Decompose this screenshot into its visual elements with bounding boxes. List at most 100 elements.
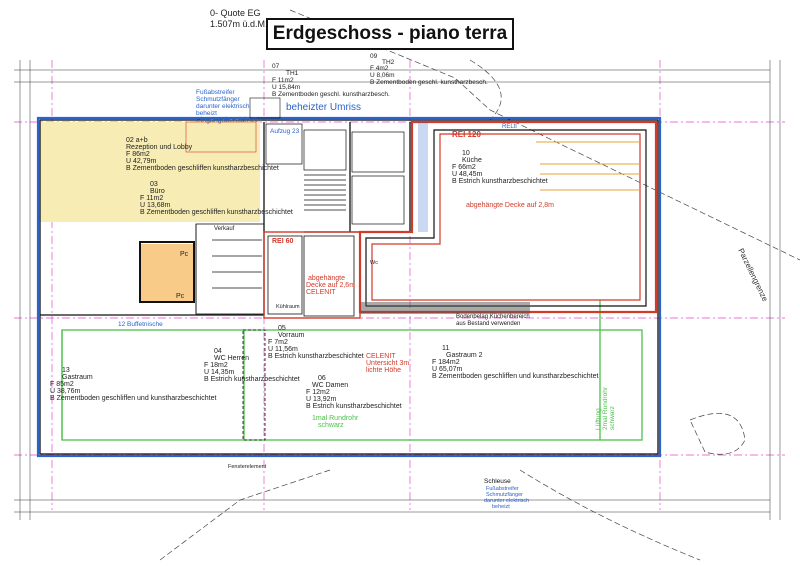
room04-4: B Estrich kunstharzbeschichtet (204, 376, 300, 383)
th1-line-2: F 11m2 (272, 77, 294, 84)
parcel-boundary (159, 9, 800, 561)
room05-3: U 11,56m (268, 346, 298, 353)
schleuse-3: darunter elektrisch (484, 498, 529, 504)
heated-outline (36, 116, 662, 458)
room03-1: Büro (150, 188, 165, 195)
room02-2: F 86m2 (126, 151, 150, 158)
room06-3: U 13,92m (306, 396, 337, 403)
room10-1: Küche (462, 157, 482, 164)
entrance-note-3: beheizt (196, 110, 217, 117)
room05-1: Vorraum (278, 332, 305, 339)
th2-line-4: B Zementboden geschl. kunstharzbesch. (370, 79, 488, 86)
kitchen-lines (536, 141, 640, 191)
th1-line-4: B Zementboden geschl. kunstharzbesch. (272, 91, 390, 98)
room03-2: F 11m2 (140, 195, 163, 202)
parzellengrenze-label: Parzellengrenze (736, 247, 770, 303)
ceiling-kitchen-label: abgehängte Decke auf 2,8m (466, 202, 554, 209)
heated-outline-label: beheizter Umriss (286, 102, 361, 113)
pc-label-2: Pc (176, 293, 185, 300)
pc-label-1: Pc (180, 251, 189, 258)
th2-line-2: F 4m2 (370, 65, 389, 72)
wc-area (139, 223, 355, 441)
quota-line-1: 1.507m ü.d.M. (210, 19, 268, 29)
buffetnische-label: 12 Buffetnische (118, 321, 163, 328)
lueftung-0: Lüftung (595, 408, 602, 430)
entrance-note-1: Schmutzfänger (196, 96, 241, 103)
rei120-label: REI 120 (452, 130, 481, 139)
room13-3: U 38,76m (50, 388, 81, 395)
dimension-lines (14, 60, 781, 520)
verkauf-label: Verkauf (214, 226, 235, 232)
room04-0: 04 (214, 348, 222, 355)
wc-label: Wc (370, 260, 378, 266)
schleuse-1: Fußabstreifer (486, 486, 519, 492)
room03-0: 03 (150, 181, 158, 188)
reltl-label: RELtl (502, 124, 517, 130)
schleuse-2: Schmutzfänger (486, 492, 523, 498)
schleuse-0: Schleuse (484, 478, 511, 485)
room06-2: F 12m2 (306, 389, 330, 396)
th1-line-1: TH1 (286, 70, 299, 77)
th1-line-0: 07 (272, 63, 280, 70)
room04-1: WC Herren (214, 355, 249, 362)
th2-line-1: TH2 (382, 59, 395, 66)
celenit-small-label: CELENIT (306, 289, 336, 296)
th2-line-0: 09 (370, 53, 378, 60)
room04-3: U 14,35m (204, 369, 235, 376)
kuehl-label: Kühlraum (276, 304, 300, 310)
room06-0: 06 (318, 375, 326, 382)
room11-2: F 184m2 (432, 359, 460, 366)
room13-1: Gastraum (62, 374, 93, 381)
room10-3: U 48,45m (452, 171, 483, 178)
kitchen-block (358, 120, 658, 314)
th1-line-3: U 15,84m (272, 84, 300, 91)
room02-4: B Zementboden geschliffen kunstharzbesch… (126, 165, 279, 172)
room03-4: B Zementboden geschliffen kunstharzbesch… (140, 209, 293, 216)
room10-0: 10 (462, 150, 470, 157)
room03-3: U 13,68m (140, 202, 171, 209)
entrance-marks (185, 97, 281, 153)
bestand-1: aus Bestand verwenden (456, 321, 520, 327)
fensterelement-label: Fensterelement (228, 464, 267, 470)
room05-2: F 7m2 (268, 339, 288, 346)
lueftung-2: schwarz (609, 406, 616, 430)
rundrohr-1: schwarz (318, 422, 344, 429)
green-lines (61, 300, 643, 441)
entrance-note-2: darunter elektrisch (196, 103, 250, 110)
aufzug-label: Aufzug 23 (270, 128, 300, 135)
entrance-note-0: Fußabstreifer (196, 89, 235, 96)
room05-4: B Estrich kunstharzbeschichtet (268, 353, 364, 360)
room11-0: 11 (442, 345, 449, 352)
ceiling-vorraum-0: abgehängte (308, 275, 345, 282)
schleuse-4: beheizt (492, 504, 510, 510)
room06-1: WC Damen (312, 382, 348, 389)
stairs (265, 123, 405, 225)
rundrohr-0: 1mal Rundrohr (312, 415, 359, 422)
room11-4: B Zementboden geschliffen und kunstharzb… (432, 373, 598, 380)
lobby-fill (38, 122, 260, 222)
outer-walls (39, 119, 659, 455)
room11-1: Gastraum 2 (446, 352, 483, 359)
room06-4: B Estrich kunstharzbeschichtet (306, 403, 402, 410)
room10-2: F 66m2 (452, 164, 476, 171)
room05-0: 05 (278, 325, 286, 332)
room13-0: 13 (62, 367, 70, 374)
rei60-walls (263, 231, 361, 319)
room13-2: F 85m2 (50, 381, 74, 388)
room10-4: B Estrich kunstharzbeschichtet (452, 178, 548, 185)
height-quota: 0- Quote EG 1.507m ü.d.M. (210, 8, 268, 30)
bestand-0: Bodenbelag Küchenbereich (456, 314, 530, 320)
rei60-label: REI 60 (272, 238, 294, 245)
plan-title: Erdgeschoss - piano terra (266, 18, 514, 50)
entrance-label: Eingangsbereich 01 (196, 117, 258, 124)
celenit-big-0: CELENIT (366, 353, 396, 360)
room02-0: 02 a+b (126, 137, 148, 144)
room13-4: B Zementboden geschliffen und kunstharzb… (50, 395, 216, 402)
buero-fill (140, 244, 194, 302)
celenit-big-2: lichte Höhe (366, 367, 401, 374)
quota-line-0: 0- Quote EG (210, 8, 261, 18)
room11-3: U 65,07m (432, 366, 463, 373)
lueftung-1: 2mal Rundrohr (602, 386, 609, 430)
ceiling-vorraum-1: Decke auf 2,6m (306, 282, 355, 289)
